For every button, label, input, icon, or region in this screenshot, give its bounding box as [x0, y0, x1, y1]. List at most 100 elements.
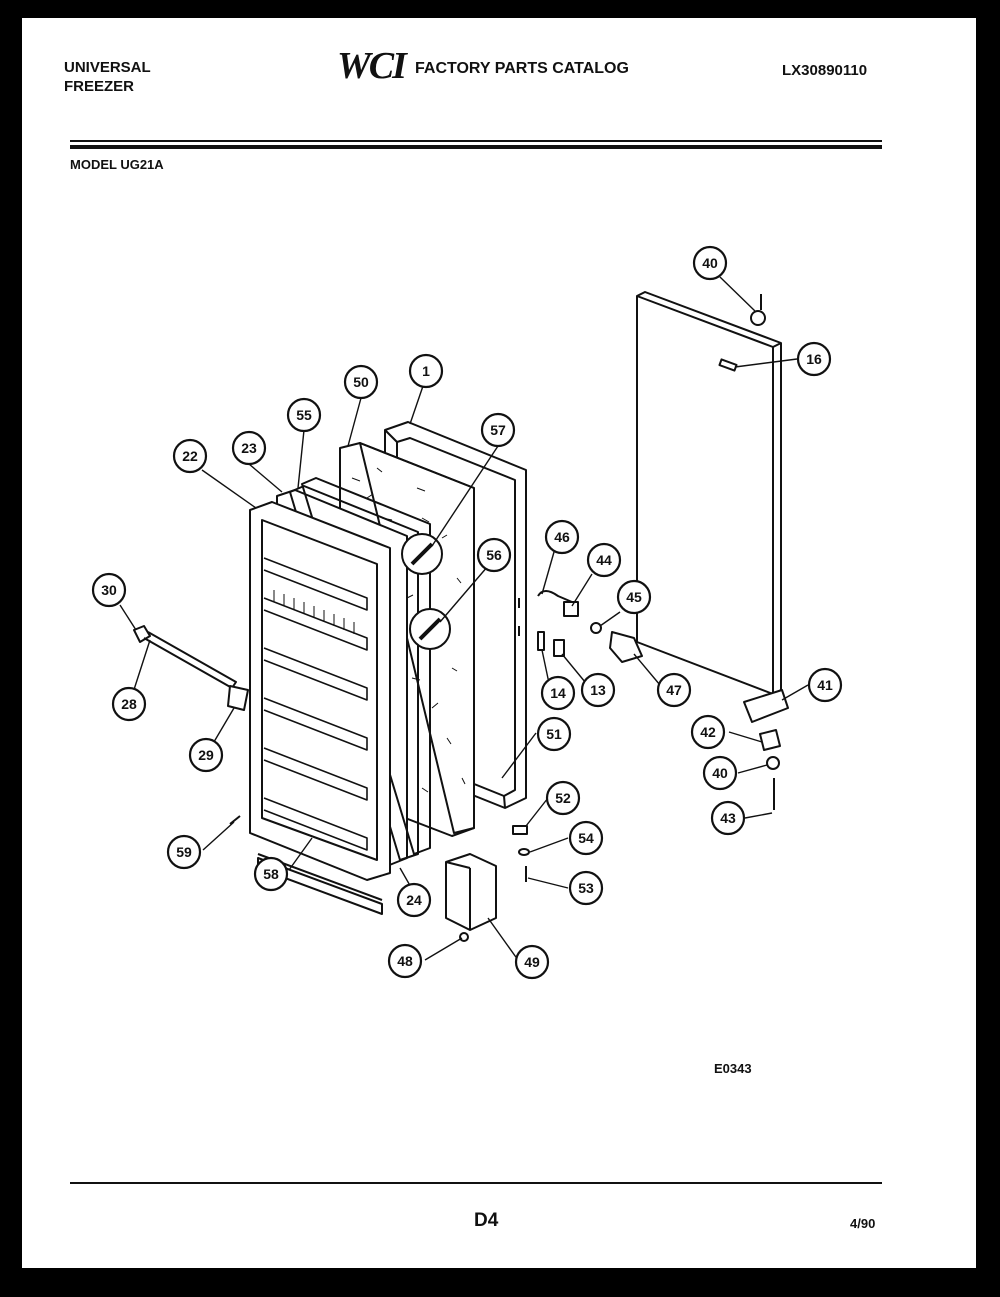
callout-54: 54 — [568, 820, 604, 856]
callout-29: 29 — [188, 737, 224, 773]
callout-label: 40 — [712, 765, 728, 781]
callout-circle — [188, 737, 224, 773]
brand-line-2: FREEZER — [64, 78, 135, 95]
header-rule-thin — [70, 140, 882, 142]
callout-label: 57 — [490, 422, 506, 438]
callout-42: 42 — [690, 714, 726, 750]
screw-56 — [409, 608, 451, 650]
callout-label: 16 — [806, 351, 822, 367]
callout-circle — [480, 412, 516, 448]
callout-circle — [702, 755, 738, 791]
callout-1: 1 — [408, 353, 444, 389]
callout-14: 14 — [540, 675, 576, 711]
callout-24: 24 — [396, 882, 432, 918]
callout-label: 43 — [720, 810, 736, 826]
callout-56: 56 — [476, 537, 512, 573]
callout-circle — [656, 672, 692, 708]
callout-label: 52 — [555, 790, 571, 806]
callout-circle — [172, 438, 208, 474]
callout-label: 49 — [524, 954, 540, 970]
callout-circle — [396, 882, 432, 918]
callout-circle — [408, 353, 444, 389]
callout-label: 30 — [101, 582, 117, 598]
small-fasteners — [229, 815, 530, 942]
door-stop — [445, 853, 497, 931]
callout-circle — [586, 542, 622, 578]
catalog-number: LX30890110 — [782, 62, 868, 79]
callout-label: 28 — [121, 696, 137, 712]
callout-circle — [568, 820, 604, 856]
callout-label: 58 — [263, 866, 279, 882]
callout-49: 49 — [514, 944, 550, 980]
door-liner — [249, 501, 391, 881]
catalog-title: FACTORY PARTS CATALOG — [415, 60, 629, 77]
brand-line-1: UNIVERSAL — [64, 59, 151, 76]
callout-circle — [253, 856, 289, 892]
callout-circle — [166, 834, 202, 870]
callout-23: 23 — [231, 430, 267, 466]
callout-label: 24 — [406, 892, 422, 908]
callout-circle — [710, 800, 746, 836]
callout-label: 1 — [422, 363, 430, 379]
brand-name: UNIVERSAL FREEZER — [64, 58, 151, 96]
callout-58: 58 — [253, 856, 289, 892]
callout-circle — [807, 667, 843, 703]
callout-44: 44 — [586, 542, 622, 578]
callout-label: 53 — [578, 880, 594, 896]
callout-label: 14 — [550, 685, 566, 701]
catalog-sheet: UNIVERSAL FREEZER WCI FACTORY PARTS CATA… — [22, 18, 976, 1268]
callout-circle — [540, 675, 576, 711]
callout-circle — [544, 519, 580, 555]
callout-52: 52 — [545, 780, 581, 816]
callout-label: 40 — [702, 255, 718, 271]
callout-circle — [690, 714, 726, 750]
revision-date: 4/90 — [850, 1216, 876, 1231]
callout-53: 53 — [568, 870, 604, 906]
callout-label: 29 — [198, 747, 214, 763]
page-number: D4 — [474, 1210, 499, 1231]
callout-55: 55 — [286, 397, 322, 433]
callout-label: 48 — [397, 953, 413, 969]
callout-57: 57 — [480, 412, 516, 448]
callout-41: 41 — [807, 667, 843, 703]
callout-59: 59 — [166, 834, 202, 870]
callout-label: 23 — [241, 440, 257, 456]
callout-label: 47 — [666, 682, 682, 698]
callout-label: 45 — [626, 589, 642, 605]
header-rule-thick — [70, 145, 882, 149]
callout-label: 22 — [182, 448, 198, 464]
callout-circle — [91, 572, 127, 608]
callout-50: 50 — [343, 364, 379, 400]
callout-43: 43 — [710, 800, 746, 836]
callout-28: 28 — [111, 686, 147, 722]
exploded-parts-diagram: 40 16 1 50 55 57 23 22 46 44 56 45 30 14 13 47 41 28 42 51 2… — [91, 245, 843, 980]
shelf-rail — [133, 625, 249, 711]
hinge-assembly — [743, 294, 789, 810]
callout-48: 48 — [387, 943, 423, 979]
callout-circle — [568, 870, 604, 906]
callout-13: 13 — [580, 672, 616, 708]
callout-30: 30 — [91, 572, 127, 608]
callout-circle — [796, 341, 832, 377]
callout-label: 44 — [596, 552, 612, 568]
callout-51: 51 — [536, 716, 572, 752]
callout-group: 40 16 1 50 55 57 23 22 46 44 56 45 30 14 13 47 41 28 42 51 2… — [91, 245, 843, 980]
callout-circle — [616, 579, 652, 615]
callout-label: 59 — [176, 844, 192, 860]
callout-circle — [536, 716, 572, 752]
wci-logo: WCI — [337, 45, 407, 87]
callout-46: 46 — [544, 519, 580, 555]
model-number: MODEL UG21A — [70, 157, 164, 172]
callout-label: 13 — [590, 682, 606, 698]
callout-label: 55 — [296, 407, 312, 423]
callout-circle — [387, 943, 423, 979]
callout-label: 56 — [486, 547, 502, 563]
callout-label: 46 — [554, 529, 570, 545]
callout-40: 40 — [702, 755, 738, 791]
callout-22: 22 — [172, 438, 208, 474]
callout-label: 41 — [817, 677, 833, 693]
callout-label: 42 — [700, 724, 716, 740]
callout-circle — [580, 672, 616, 708]
door-outer-panel — [636, 291, 782, 695]
callout-circle — [343, 364, 379, 400]
